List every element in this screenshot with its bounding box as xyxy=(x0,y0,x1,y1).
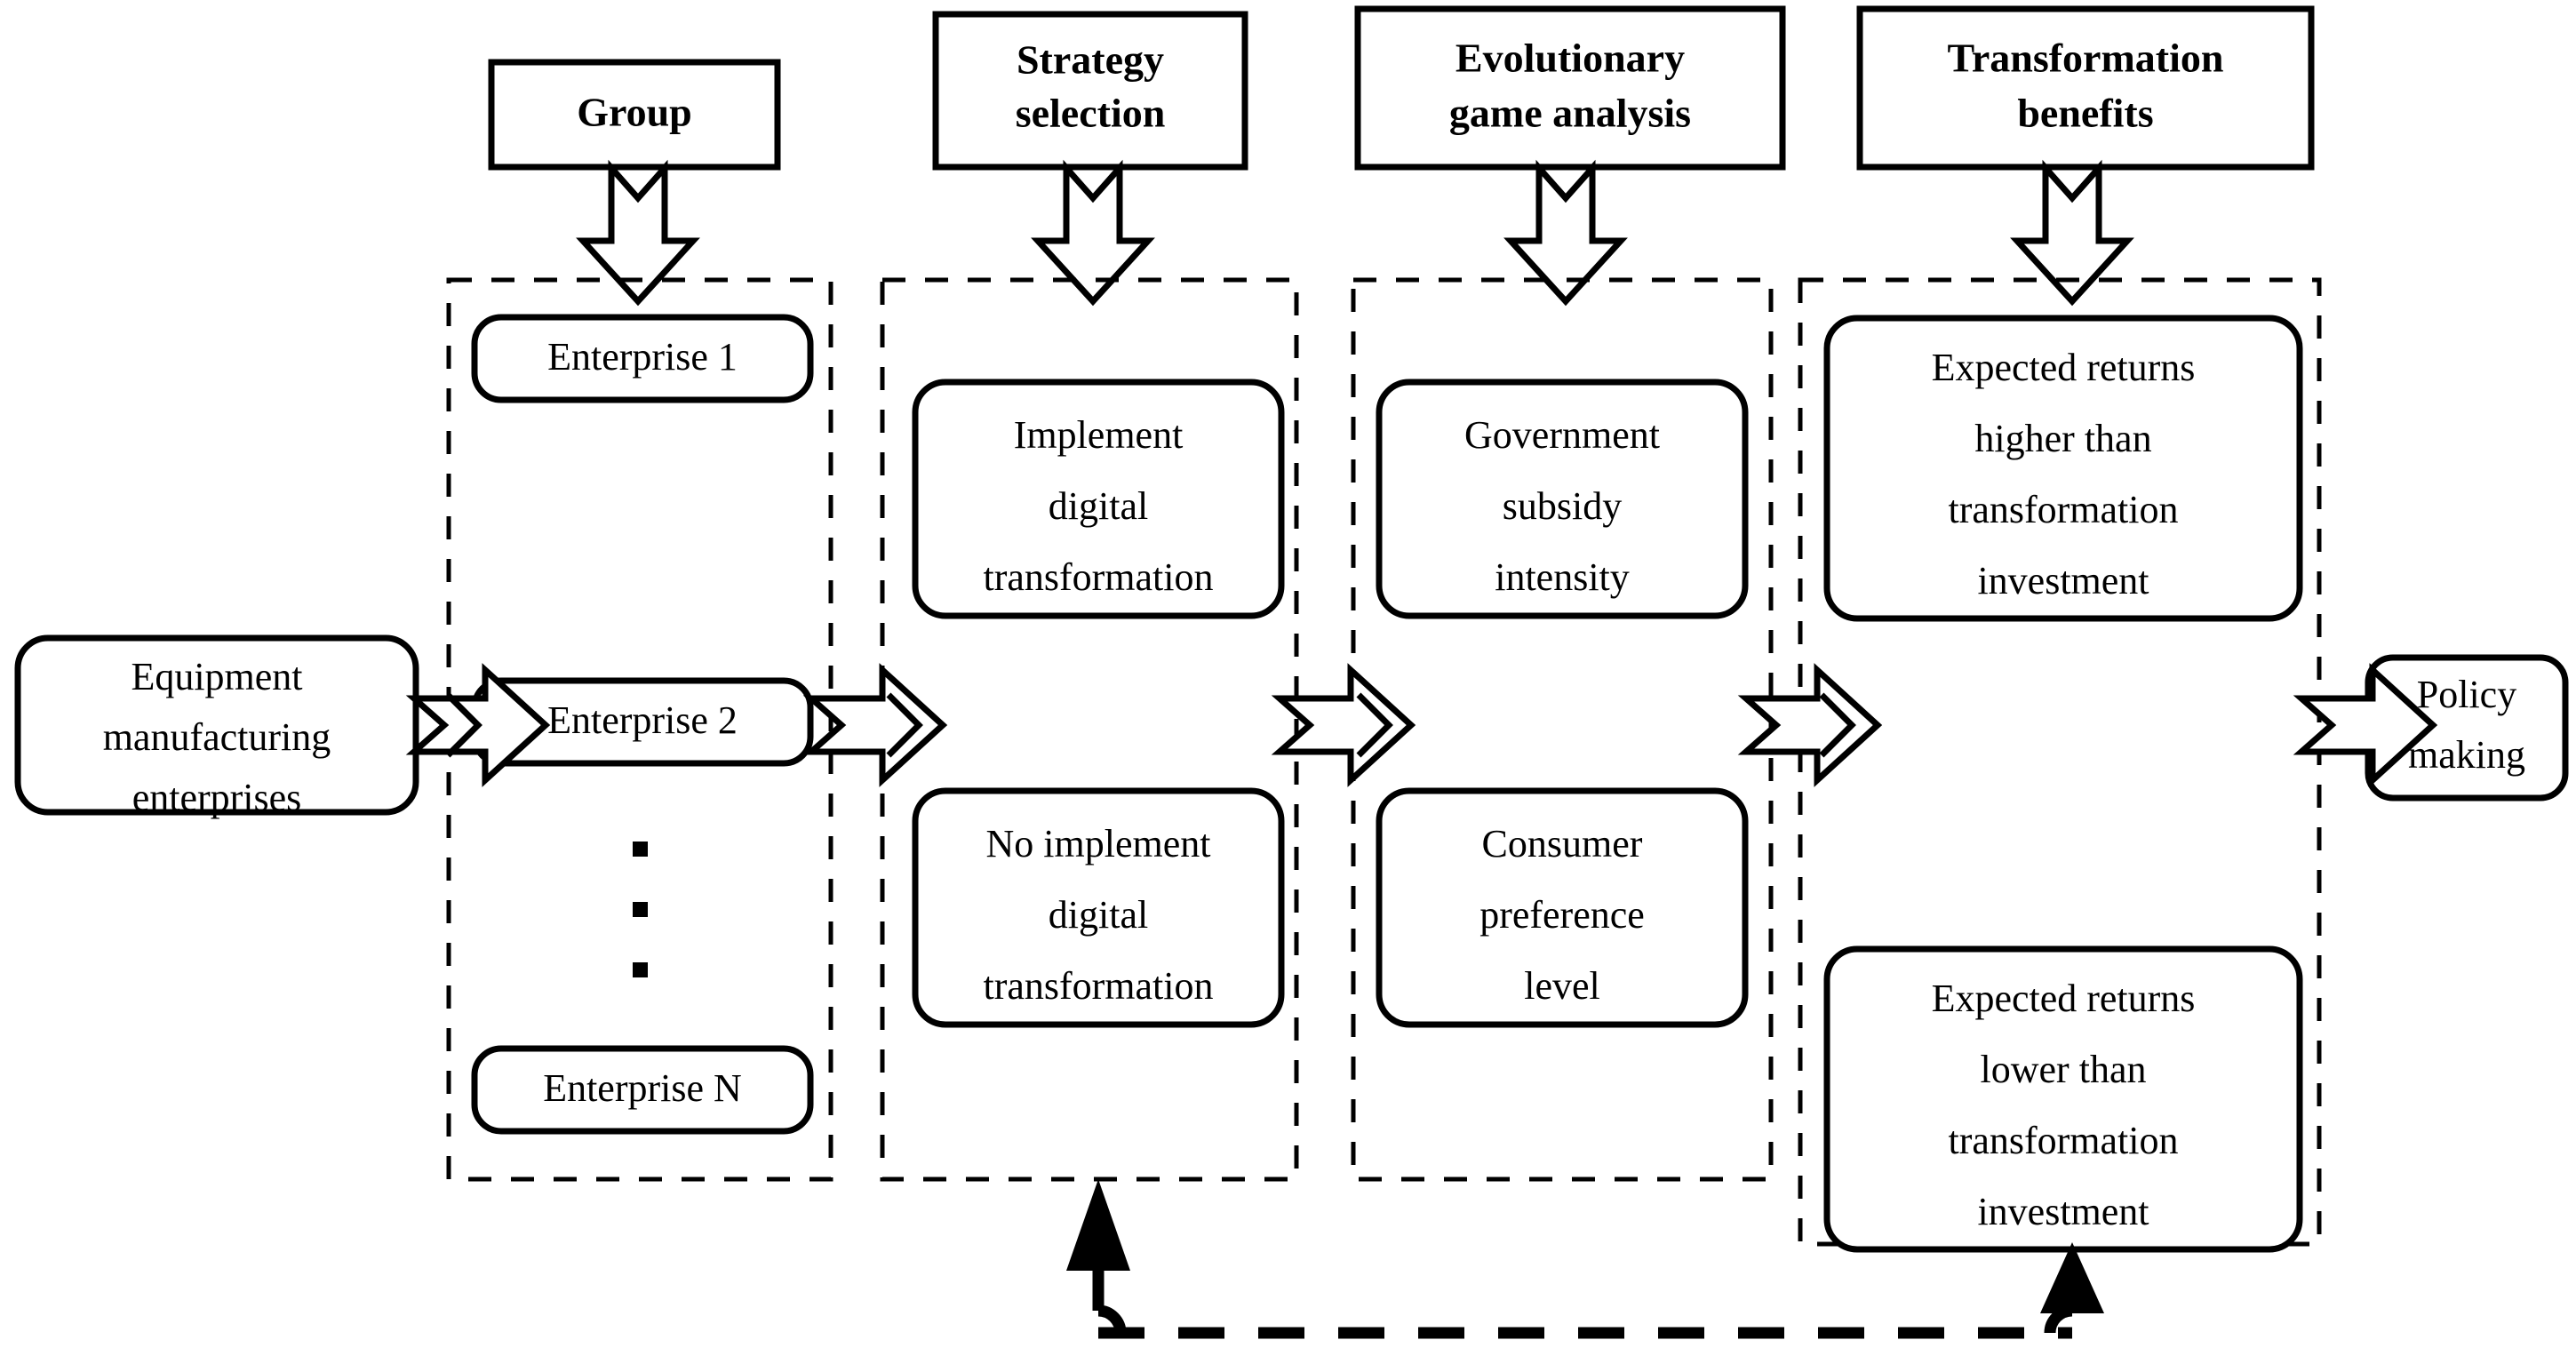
header-box-transformation-benefits: Transformation benefits xyxy=(1856,5,2315,171)
vertical-ellipsis-icon xyxy=(633,842,648,977)
node-label-lower-line1: Expected returns xyxy=(1932,977,2196,1020)
node-label-higher-line2: higher than xyxy=(1974,417,2151,460)
node-label-no-implement-line2: digital xyxy=(1049,893,1148,937)
node-label-subsidy-line3: intensity xyxy=(1495,555,1630,599)
node-label-subsidy-line2: subsidy xyxy=(1503,484,1622,528)
node-label-implement-line3: transformation xyxy=(983,555,1213,599)
node-enterprise-1: Enterprise 1 xyxy=(471,314,814,403)
chevron-right-icon-strategy xyxy=(1356,692,1393,758)
node-label-policy-line1: Policy xyxy=(2417,673,2516,716)
node-label-lower-line4: investment xyxy=(1977,1190,2149,1233)
node-label-enterprise-2: Enterprise 2 xyxy=(547,698,738,742)
header-box-group: Group xyxy=(488,59,781,171)
chevron-right-icon-group xyxy=(886,692,923,758)
node-label-equipment-line3: enterprises xyxy=(132,776,302,819)
header-label-evolution-line2: game analysis xyxy=(1449,91,1691,136)
node-enterprise-n: Enterprise N xyxy=(471,1045,814,1135)
node-label-implement-line2: digital xyxy=(1049,484,1148,528)
node-label-implement-line1: Implement xyxy=(1014,413,1184,457)
node-label-higher-line4: investment xyxy=(1977,559,2149,602)
feedback-loop xyxy=(1066,1179,2104,1339)
node-enterprise-2: Enterprise 2 xyxy=(471,677,814,767)
node-government-subsidy-intensity: Government subsidy intensity xyxy=(1376,379,1749,619)
header-label-benefits-line1: Transformation xyxy=(1948,36,2224,81)
header-box-evolutionary-game-analysis: Evolutionary game analysis xyxy=(1354,5,1786,171)
node-expected-returns-lower: Expected returns lower than transformati… xyxy=(1823,945,2303,1253)
header-box-strategy-selection: Strategy selection xyxy=(932,11,1248,171)
node-label-higher-line3: transformation xyxy=(1948,488,2178,531)
node-label-equipment-line1: Equipment xyxy=(131,655,302,698)
transformation-benefits-panel-boundary xyxy=(1798,277,2322,1247)
node-label-higher-line1: Expected returns xyxy=(1932,346,2196,389)
chevron-right-icon-evolution xyxy=(1819,692,1856,758)
node-label-subsidy-line1: Government xyxy=(1464,413,1660,457)
node-label-consumer-line2: preference xyxy=(1479,893,1645,937)
node-label-enterprise-n: Enterprise N xyxy=(543,1066,742,1110)
header-label-strategy-line2: selection xyxy=(1016,91,1166,136)
node-policy-making: Policy making xyxy=(2365,654,2569,802)
node-label-consumer-line1: Consumer xyxy=(1482,822,1643,865)
header-label-evolution-line1: Evolutionary xyxy=(1455,36,1685,81)
node-label-lower-line3: transformation xyxy=(1948,1119,2178,1162)
node-label-enterprise-1: Enterprise 1 xyxy=(547,335,738,379)
node-implement-digital-transformation: Implement digital transformation xyxy=(912,379,1285,619)
node-label-policy-line2: making xyxy=(2408,733,2525,777)
node-consumer-preference-level: Consumer preference level xyxy=(1376,787,1749,1028)
header-label-benefits-line2: benefits xyxy=(2017,91,2153,136)
node-label-no-implement-line3: transformation xyxy=(983,964,1213,1008)
node-label-lower-line2: lower than xyxy=(1981,1048,2147,1091)
node-label-equipment-line2: manufacturing xyxy=(103,715,331,759)
node-equipment-manufacturing-enterprises: Equipment manufacturing enterprises xyxy=(14,634,419,819)
header-label-strategy-line1: Strategy xyxy=(1017,37,1164,83)
header-label-group: Group xyxy=(577,90,692,135)
chevron-right-icon-entry xyxy=(445,692,483,758)
node-expected-returns-higher: Expected returns higher than transformat… xyxy=(1823,315,2303,622)
right-arrow-icon-evolution-to-benefits xyxy=(1746,670,1878,780)
node-label-consumer-line3: level xyxy=(1524,964,1600,1008)
node-no-implement-digital-transformation: No implement digital transformation xyxy=(912,787,1285,1028)
node-label-no-implement-line1: No implement xyxy=(986,822,1211,865)
